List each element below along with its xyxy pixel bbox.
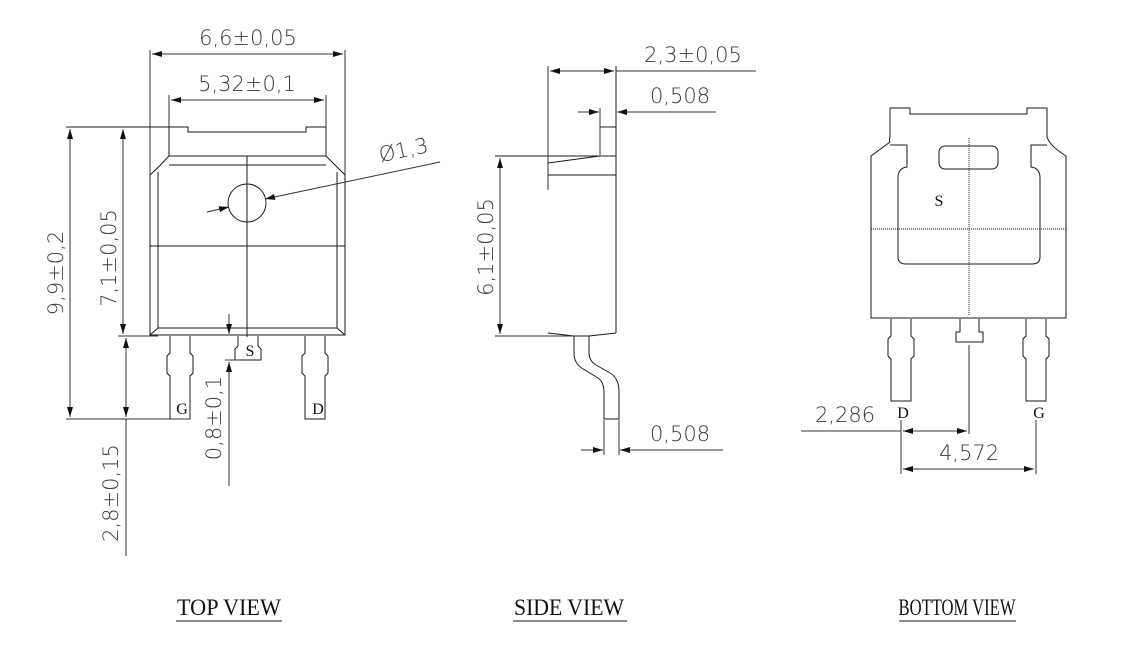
pad-label-s: S	[935, 193, 944, 210]
dim-lead-length: 2,8±0,15	[99, 338, 129, 556]
center-stub-bottom	[955, 319, 984, 343]
half-pitch-label: 2,286	[815, 403, 875, 427]
side-view-label: SIDE VIEW	[514, 595, 624, 620]
bottom-view-label: BOTTOM VIEW	[899, 595, 1016, 620]
dim-body-height: 6,1±0,05	[474, 158, 574, 337]
slot	[938, 145, 999, 170]
bottom-view: S D G 2,286 4,572	[801, 107, 1067, 474]
dim-lead-thickness: 0,508	[581, 420, 723, 455]
lead-d-bottom: D	[887, 319, 915, 422]
center-stub-label: 0,8±0,1	[202, 376, 226, 460]
pin-label-g-bottom: G	[1033, 405, 1045, 422]
lead-thickness-label: 0,508	[650, 422, 710, 446]
pin-label-d: D	[312, 401, 324, 418]
dim-hole-diameter: Ø1,3	[206, 133, 441, 213]
dim-half-pitch: 2,286	[801, 345, 970, 434]
top-view-label: TOP VIEW	[177, 595, 281, 620]
dim-center-stub: 0,8±0,1	[202, 314, 238, 486]
body-length-label: 7,1±0,05	[97, 209, 121, 307]
tab-thickness-label: 0,508	[650, 84, 710, 108]
lead-g-bottom: G	[1022, 319, 1050, 422]
pin-label-g: G	[176, 401, 188, 418]
side-view: 2,3±0,05 0,508 6,1±0,05 0,508	[474, 43, 756, 455]
overall-length-label: 9,9±0,2	[44, 231, 68, 315]
body-height-label: 6,1±0,05	[474, 198, 498, 296]
lead-d: D	[301, 336, 329, 420]
dim-tab-thickness: 0,508	[578, 84, 716, 155]
pin-label-d-bottom: D	[897, 405, 909, 422]
overall-width-label: 6,6±0,05	[199, 26, 297, 50]
tab-width-label: 5,32±0,1	[198, 72, 296, 96]
lead-g: G	[166, 336, 194, 420]
dim-pitch: 4,572	[900, 420, 1037, 474]
dim-thickness: 2,3±0,05	[547, 43, 756, 190]
view-labels: TOP VIEW SIDE VIEW BOTTOM VIEW	[176, 595, 1016, 622]
dim-body-length: 7,1±0,05	[97, 129, 158, 337]
top-view: 6,6±0,05 5,32±0,1 Ø1,3	[44, 26, 441, 556]
lead-length-label: 2,8±0,15	[99, 444, 123, 542]
dim-overall-length: 9,9±0,2	[44, 129, 190, 420]
thickness-label: 2,3±0,05	[644, 43, 742, 67]
hole-diameter-label: Ø1,3	[377, 133, 431, 167]
pitch-label: 4,572	[939, 441, 999, 465]
dim-tab-width: 5,32±0,1	[168, 72, 327, 155]
pin-label-s: S	[246, 343, 255, 360]
mounting-hole	[227, 183, 267, 223]
lead-s-stub: S	[234, 336, 262, 361]
dim-overall-width: 6,6±0,05	[149, 26, 346, 335]
